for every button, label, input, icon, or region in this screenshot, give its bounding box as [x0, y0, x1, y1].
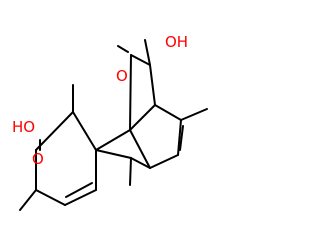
double-bond-line	[117, 45, 129, 53]
hydroxyl-label: OH	[165, 33, 188, 51]
bond	[64, 189, 97, 206]
bond	[129, 157, 132, 186]
bond	[180, 108, 208, 121]
bond	[130, 157, 151, 169]
bond	[129, 104, 156, 131]
bond	[149, 154, 179, 169]
bond	[154, 104, 182, 121]
bond	[19, 189, 37, 211]
bond	[177, 119, 182, 156]
double-bonds	[39, 45, 184, 198]
oxygen-label: O	[116, 67, 128, 85]
bond	[149, 64, 156, 106]
double-bond-line	[179, 125, 184, 151]
bond	[130, 54, 151, 66]
bond	[95, 129, 131, 151]
bond	[129, 54, 132, 131]
molecule-structure-diagram: O OH HO O	[12, 33, 208, 211]
bond	[72, 111, 97, 151]
bond-skeleton	[19, 39, 208, 211]
bond	[129, 129, 151, 169]
hydroxyl-label: HO	[12, 118, 35, 136]
bond	[95, 149, 132, 159]
bond	[35, 111, 74, 151]
bond	[35, 189, 66, 206]
double-bond-line	[65, 182, 93, 198]
bond	[144, 39, 151, 66]
atom-labels: O OH HO O	[12, 33, 188, 168]
oxygen-label: O	[32, 150, 44, 168]
